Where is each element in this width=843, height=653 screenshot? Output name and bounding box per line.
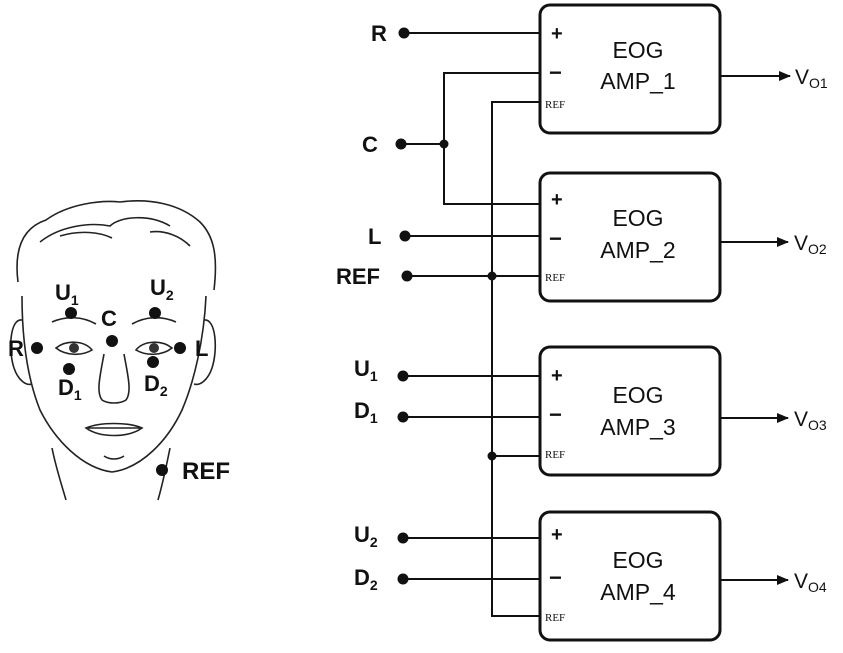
electrode-u1-dot (65, 307, 77, 319)
amp-2-title: EOG (612, 205, 663, 231)
ref-bus (491, 101, 540, 617)
face-label-ref: REF (182, 458, 230, 485)
amplifier-circuit: EOG AMP_1 EOG AMP_2 EOG AMP_3 EOG AMP_4 … (336, 3, 828, 642)
input-label-ref: REF (336, 264, 380, 289)
face-label-l: L (195, 336, 208, 361)
electrode-u2-dot (149, 307, 161, 319)
amp-3-minus-label: − (549, 402, 562, 427)
right-eyebrow (51, 316, 97, 325)
amp-1-title: EOG (612, 37, 663, 63)
input-label-d1: D1 (354, 398, 378, 426)
face-label-u2: U2 (150, 275, 174, 303)
input-label-u2: U2 (354, 522, 378, 550)
face-label-c: C (101, 306, 117, 331)
electrode-d1-dot (63, 363, 75, 375)
electrode-ref-dot (156, 464, 168, 476)
amp-4-box (538, 510, 722, 642)
amp-2-subtitle: AMP_2 (600, 237, 675, 263)
electrode-l-dot (174, 342, 186, 354)
input-label-u1: U1 (354, 356, 378, 384)
face-illustration: U1 U2 C R L D1 D2 REF (8, 200, 230, 501)
amp-3-box (538, 345, 722, 477)
right-eye (54, 341, 94, 356)
left-eye (134, 341, 174, 356)
face-label-d1: D1 (58, 375, 82, 403)
junction-ref-amp2 (487, 271, 497, 281)
hair (16, 200, 217, 291)
nose (98, 353, 130, 404)
amp-1-ref-label: REF (545, 99, 565, 111)
amp-2-ref-label: REF (545, 272, 565, 284)
mouth (84, 422, 144, 437)
amp-3-plus-label: + (551, 365, 563, 387)
face-label-d2: D2 (144, 371, 168, 399)
amp-1-subtitle: AMP_1 (600, 68, 675, 94)
amp-1-plus-label: + (551, 23, 563, 45)
junction-c (439, 139, 449, 149)
output-label-2: VO2 (794, 232, 827, 257)
input-label-l: L (368, 224, 381, 249)
amp-4-ref-label: REF (545, 612, 565, 624)
output-label-3: VO3 (794, 408, 827, 433)
amp-4-plus-label: + (551, 524, 563, 546)
left-iris (149, 343, 159, 353)
face-label-r: R (8, 336, 24, 361)
junction-ref-amp3 (487, 451, 497, 461)
amp-1-minus-label: − (549, 60, 562, 85)
wire-c-to-amp1-minus (443, 72, 540, 144)
amp-1-box (538, 3, 722, 135)
chin-line (103, 455, 125, 460)
amp-3-ref-label: REF (545, 449, 565, 461)
face-outline (21, 295, 207, 473)
input-label-c: C (362, 132, 378, 157)
face-label-u1: U1 (55, 280, 79, 308)
electrode-r-dot (31, 342, 43, 354)
amp-4-subtitle: AMP_4 (600, 579, 676, 605)
input-label-r: R (371, 21, 387, 46)
right-iris (69, 343, 79, 353)
wire-c-to-amp2-plus (443, 144, 540, 205)
neck (51, 447, 171, 501)
amp-2-minus-label: − (549, 226, 562, 251)
input-label-d2: D2 (354, 565, 378, 593)
electrode-d2-dot (147, 356, 159, 368)
amp-3-subtitle: AMP_3 (600, 414, 675, 440)
output-label-1: VO1 (795, 66, 828, 91)
output-label-4: VO4 (794, 570, 827, 595)
right-ear (193, 319, 217, 386)
left-ear (9, 319, 33, 386)
amp-3-title: EOG (612, 382, 663, 408)
amp-2-plus-label: + (551, 189, 563, 211)
amp-4-title: EOG (612, 547, 663, 573)
amp-4-minus-label: − (549, 565, 562, 590)
electrode-c-dot (106, 335, 118, 347)
